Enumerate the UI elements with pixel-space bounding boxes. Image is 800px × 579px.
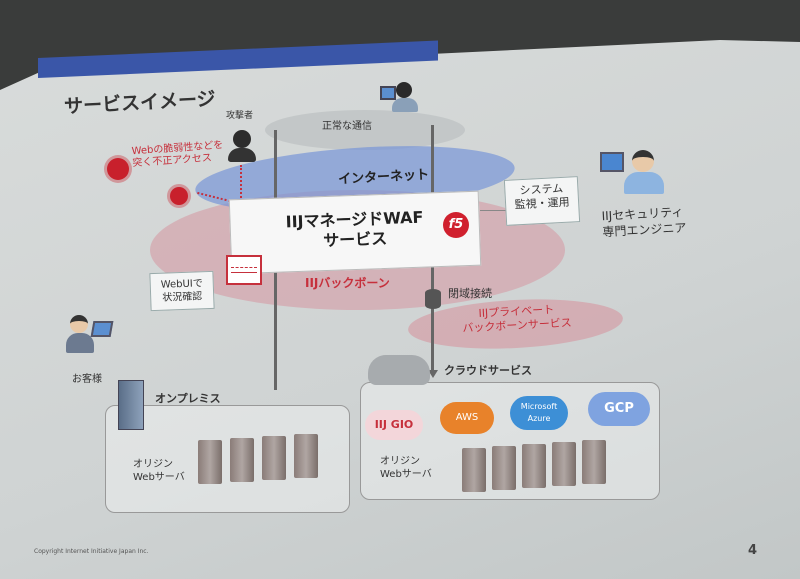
server-icon xyxy=(198,440,222,484)
database-icon xyxy=(425,289,441,309)
cloud-icon xyxy=(368,355,430,385)
arrow-down-icon xyxy=(428,370,438,378)
server-icon xyxy=(522,444,546,488)
monitoring-connector xyxy=(480,210,506,211)
page-number: 4 xyxy=(748,543,758,558)
private-backbone-label: IIJプライベートバックボーンサービス xyxy=(461,302,572,336)
origin-line1: オリジン xyxy=(380,456,420,467)
origin-line2: Webサーバ xyxy=(380,469,432,480)
origin-line1: オリジン xyxy=(133,459,173,470)
onpremise-origin-label: オリジン Webサーバ xyxy=(133,458,185,484)
building-icon xyxy=(118,380,144,430)
server-icon xyxy=(262,436,286,480)
attack-path xyxy=(240,165,242,213)
monitoring-line2: 監視・運用 xyxy=(514,195,570,212)
engineer-label: IIJセキュリティ専門エンジニア xyxy=(601,204,687,240)
waf-service-box: IIJマネージドWAF サービス xyxy=(228,190,482,275)
f5-logo-icon: f5 xyxy=(443,212,469,238)
gcp-logo: GCP xyxy=(588,392,650,426)
monitoring-box: システム 監視・運用 xyxy=(503,176,581,226)
iij-gio-logo: IIJ GIO xyxy=(365,410,423,440)
server-icon xyxy=(492,446,516,490)
origin-line2: Webサーバ xyxy=(133,472,185,483)
server-icon xyxy=(230,438,254,482)
cloud-service-label: クラウドサービス xyxy=(444,364,532,377)
virus-icon xyxy=(107,158,129,180)
server-icon xyxy=(582,440,606,484)
cloud-origin-label: オリジン Webサーバ xyxy=(380,455,432,481)
normal-traffic-label: 正常な通信 xyxy=(322,121,372,132)
attacker-label: 攻撃者 xyxy=(226,111,254,121)
customer-label: お客様 xyxy=(72,374,102,385)
dashboard-monitor-icon xyxy=(226,255,262,285)
server-icon xyxy=(552,442,576,486)
closed-connection-label: 閉域接続 xyxy=(448,287,492,300)
attacker-icon xyxy=(228,130,256,162)
server-icon xyxy=(294,434,318,478)
copyright: Copyright Internet Initiative Japan Inc. xyxy=(34,548,149,555)
backbone-label: IIJバックボーン xyxy=(305,276,390,290)
server-icon xyxy=(462,448,486,492)
webui-line2: 状況確認 xyxy=(162,291,203,304)
webui-box: WebUIで 状況確認 xyxy=(149,270,215,312)
azure-logo: Microsoft Azure xyxy=(510,396,568,430)
aws-logo: AWS xyxy=(440,402,494,434)
virus-icon xyxy=(170,187,188,205)
onpremise-label: オンプレミス xyxy=(155,392,221,405)
